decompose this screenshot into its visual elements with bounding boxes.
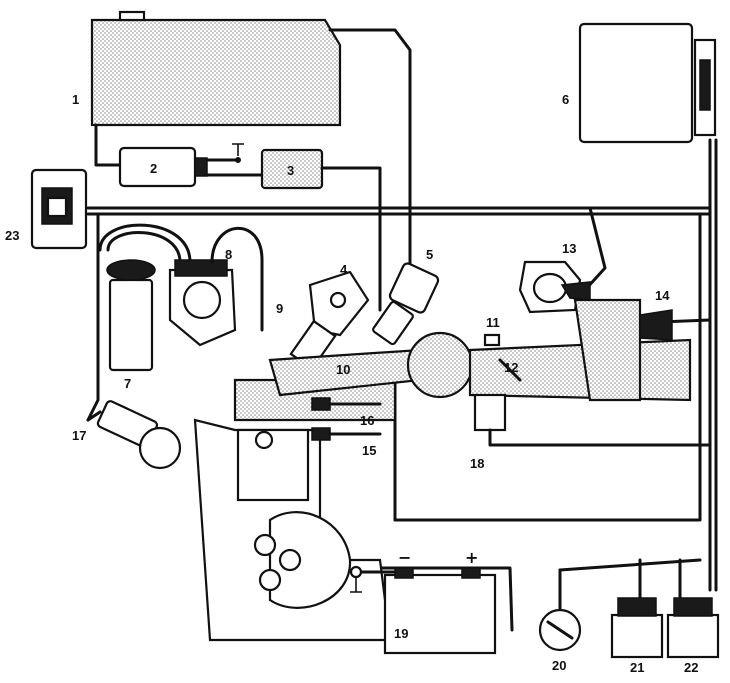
thermo-time-switch <box>86 400 182 470</box>
callout-9: 9 <box>276 301 283 316</box>
callout-16: 16 <box>360 413 374 428</box>
callout-10: 10 <box>336 362 350 377</box>
callout-23: 23 <box>5 228 19 243</box>
throttle-valve <box>483 333 522 382</box>
relay-22 <box>666 597 720 659</box>
battery <box>349 565 497 655</box>
ignition-coil <box>98 223 192 372</box>
callout-18: 18 <box>470 456 484 471</box>
relay-21 <box>610 597 664 659</box>
callout-6: 6 <box>562 92 569 107</box>
relay <box>30 168 88 250</box>
callout-21: 21 <box>630 660 644 675</box>
callout-5: 5 <box>426 247 433 262</box>
wiring-harness <box>86 138 718 632</box>
fuel-pump <box>118 143 264 188</box>
callout-13: 13 <box>562 241 576 256</box>
callout-4: 4 <box>340 262 348 277</box>
fuel-tank <box>90 10 412 267</box>
control-unit <box>578 22 717 144</box>
battery-plus: + <box>465 548 478 567</box>
distributor <box>168 226 264 347</box>
battery-minus: − <box>398 548 411 567</box>
auxiliary-air-valve <box>473 393 542 447</box>
callout-3: 3 <box>287 163 294 178</box>
callout-1: 1 <box>72 92 79 107</box>
callout-14: 14 <box>655 288 670 303</box>
pressure-regulator <box>372 262 440 346</box>
callout-22: 22 <box>684 660 698 675</box>
ignition-switch <box>538 608 582 652</box>
throttle-switch <box>518 260 591 314</box>
callout-8: 8 <box>225 247 232 262</box>
callout-7: 7 <box>124 376 131 391</box>
callout-17: 17 <box>72 428 86 443</box>
callout-15: 15 <box>362 443 376 458</box>
temperature-sensors <box>311 397 382 441</box>
fuel-filter <box>260 148 382 312</box>
callout-12: 12 <box>504 360 518 375</box>
callout-19: 19 <box>394 626 408 641</box>
callout-11: 11 <box>486 315 500 330</box>
callout-2: 2 <box>150 161 157 176</box>
air-flow-sensor <box>573 298 673 402</box>
callout-20: 20 <box>552 658 566 673</box>
